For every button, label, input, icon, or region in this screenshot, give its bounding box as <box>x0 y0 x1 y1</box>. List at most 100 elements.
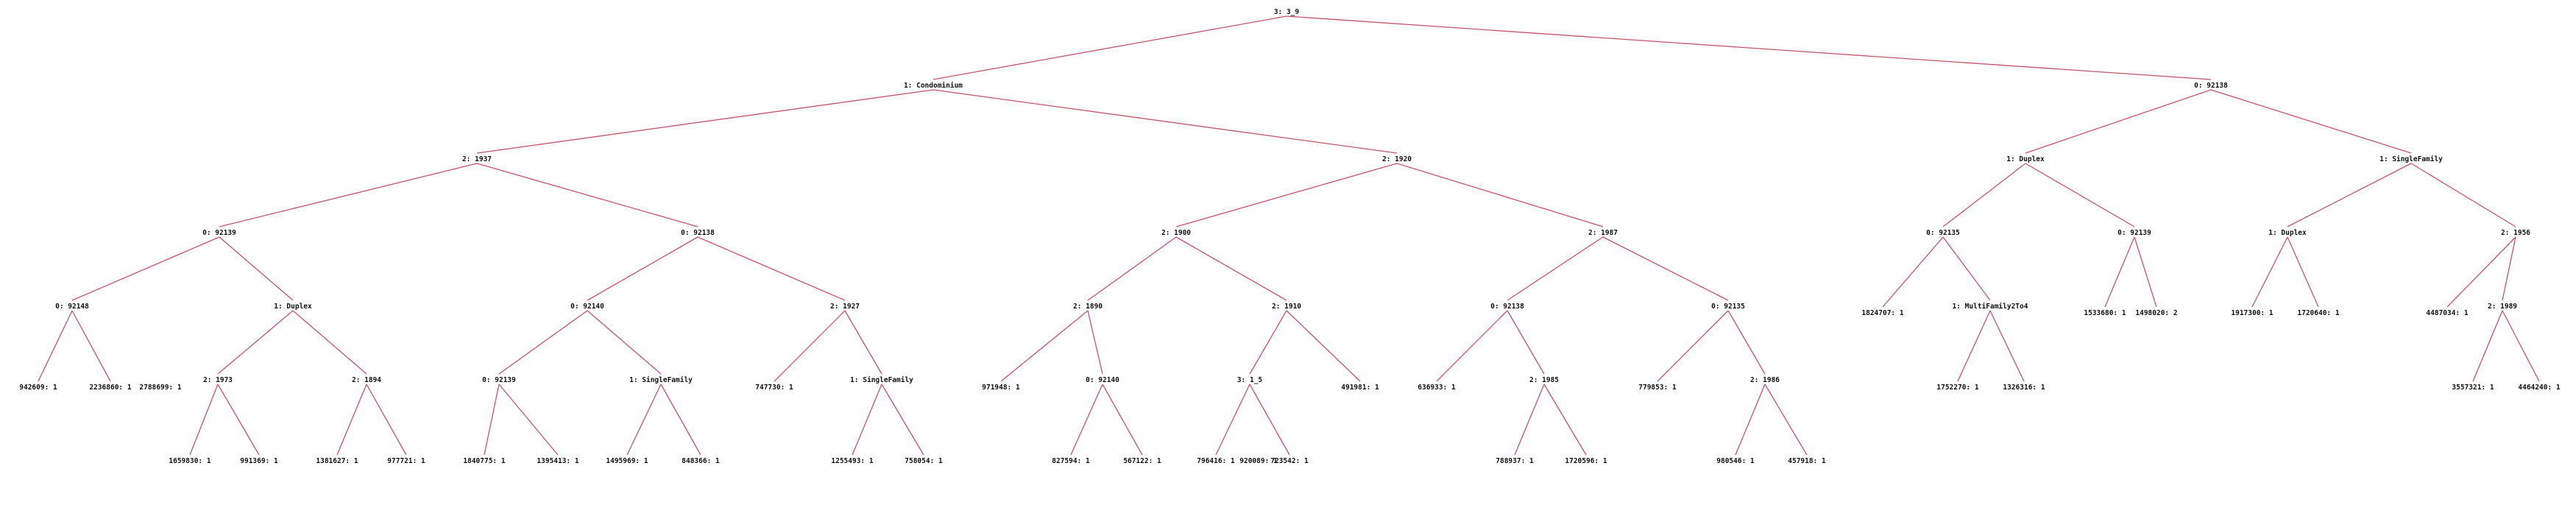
tree-edge <box>2472 310 2503 382</box>
tree-node-label: 1720596: 1 <box>1565 457 1607 465</box>
tree-node-label: 779853: 1 <box>1638 384 1677 392</box>
tree-node-label: 0: 92135 <box>1711 303 1745 311</box>
tree-edge <box>852 384 882 456</box>
tree-edge <box>1735 384 1766 456</box>
tree-edge <box>626 384 662 456</box>
tree-edge <box>933 15 1287 80</box>
tree-node-label: 4464240: 1 <box>2518 384 2560 392</box>
tree-node-label: 2: 1890 <box>1073 303 1103 311</box>
tree-edge <box>2025 89 2212 154</box>
tree-node-label: 1326316: 1 <box>2003 384 2045 392</box>
tree-node-label: 980546: 1 <box>1716 457 1755 465</box>
tree-node-label: 2: 1956 <box>2501 229 2530 237</box>
tree-edge <box>1102 384 1143 456</box>
tree-node-label: 0: 92139 <box>2117 229 2151 237</box>
tree-node-label: 788937: 1 <box>1496 457 1534 465</box>
tree-edge <box>2446 236 2516 308</box>
tree-edge <box>2502 236 2516 301</box>
tree-node-label: 1498020: 2 <box>2135 309 2177 317</box>
tree-node-label: 0: 92138 <box>1490 303 1524 311</box>
tree-node-label: 0: 92138 <box>2194 82 2228 90</box>
tree-node-label: 3557321: 1 <box>2452 384 2494 392</box>
tree-node-label: 977721: 1 <box>387 457 425 465</box>
tree-node-label: 1: SingleFamily <box>2379 155 2443 163</box>
tree-node-label: 1: Duplex <box>2006 155 2045 163</box>
tree-edge <box>2134 236 2157 308</box>
tree-edge <box>1215 384 1250 456</box>
tree-edge <box>71 236 220 301</box>
tree-edge <box>2410 163 2516 227</box>
tree-edge <box>1727 310 1766 375</box>
tree-node-label: 2788699: 1 <box>139 384 181 392</box>
tree-edge <box>217 384 260 456</box>
tree-edge <box>1657 310 1729 382</box>
tree-node-label: 2: 1973 <box>203 376 233 384</box>
tree-node-label: 567122: 1 <box>1123 457 1161 465</box>
tree-node-label: 1840775: 1 <box>463 457 505 465</box>
tree-node-label: 991369: 1 <box>240 457 278 465</box>
tree-node-label: 2: 1986 <box>1750 376 1780 384</box>
tree-edge <box>1249 310 1287 375</box>
tree-edge <box>697 236 846 301</box>
tree-edge <box>476 89 934 154</box>
tree-edge <box>217 310 294 375</box>
tree-edge <box>292 310 367 375</box>
tree-edge <box>1286 15 2212 80</box>
tree-edge <box>498 310 588 375</box>
tree-edge <box>1507 310 1545 375</box>
tree-edge <box>1000 310 1089 382</box>
tree-edge <box>219 163 478 227</box>
tree-edge <box>1602 236 1729 301</box>
tree-edge <box>2210 89 2412 154</box>
tree-node-label: 827594: 1 <box>1052 457 1090 465</box>
tree-edge <box>484 384 500 456</box>
tree-edge <box>2502 310 2540 382</box>
tree-edge <box>587 310 662 375</box>
tree-node-label: 971948: 1 <box>982 384 1020 392</box>
tree-node-label: 2: 1937 <box>462 155 492 163</box>
tree-node-label: 1255493: 1 <box>831 457 873 465</box>
tree-edge <box>1436 310 1508 382</box>
tree-node-label: 2: 1894 <box>352 376 381 384</box>
tree-node-label: 1720640: 1 <box>2297 309 2339 317</box>
tree-node-label: 2: 1910 <box>1272 303 1301 311</box>
tree-node-label: 796416: 1 <box>1197 457 1235 465</box>
tree-edge <box>38 310 73 382</box>
tree-node-label: 636933: 1 <box>1418 384 1456 392</box>
tree-node-label: 1: Condominium <box>904 82 963 90</box>
tree-node-label: 1824707: 1 <box>1861 309 1903 317</box>
tree-edge <box>2287 236 2319 308</box>
tree-edge <box>1989 310 2025 382</box>
tree-node-label: 1381627: 1 <box>316 457 358 465</box>
tree-edge <box>1286 310 1361 382</box>
tree-node-label: 0: 92140 <box>1086 376 1119 384</box>
tree-node-label: 2: 1985 <box>1529 376 1559 384</box>
tree-edge <box>587 236 698 301</box>
tree-edge <box>1087 310 1103 375</box>
tree-edge <box>844 310 882 375</box>
tree-node-label: 1395413: 1 <box>537 457 578 465</box>
tree-node-label: 1: MultiFamily2To4 <box>1953 303 2028 311</box>
tree-node-label: 2: 1989 <box>2488 303 2517 311</box>
tree-node-label: 942609: 1 <box>19 384 57 392</box>
tree-edge <box>1764 384 1808 456</box>
tree-node-label: 2: 1900 <box>1161 229 1191 237</box>
tree-edge <box>1882 236 1944 308</box>
tree-edge <box>1942 236 1991 301</box>
tree-node-label: 3: 1_5 <box>1237 376 1263 384</box>
tree-edge <box>1175 236 1287 301</box>
tree-node-label: 2: 1987 <box>1588 229 1618 237</box>
tree-node-label: 0: 92139 <box>202 229 236 237</box>
tree-edge <box>2251 236 2288 308</box>
tree-edge <box>1957 310 1991 382</box>
tree-edge <box>1087 236 1177 301</box>
tree-edge <box>189 384 219 456</box>
tree-edge <box>1249 384 1290 456</box>
tree-edge <box>1507 236 1604 301</box>
tree-edge <box>476 163 698 227</box>
tree-node-label: 4487034: 1 <box>2426 309 2468 317</box>
tree-node-label: 1: SingleFamily <box>850 376 913 384</box>
tree-edge <box>1942 163 2026 227</box>
tree-node-label: 0: 92140 <box>570 303 604 311</box>
